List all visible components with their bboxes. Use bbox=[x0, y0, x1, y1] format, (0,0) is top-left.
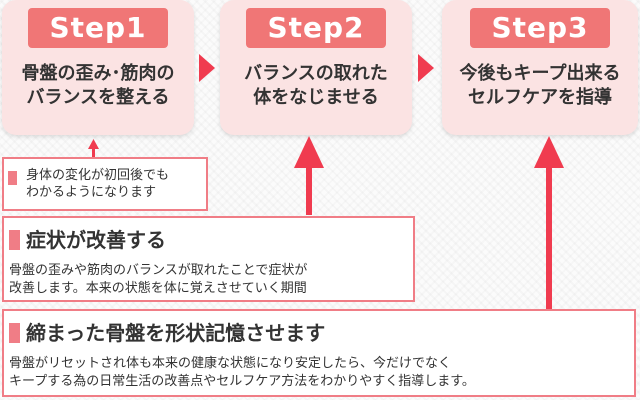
note-box: 身体の変化が初回後でも わかるようになります bbox=[2, 157, 208, 211]
arrow-up-small-head bbox=[88, 139, 99, 149]
arrow-up-large-shaft bbox=[546, 166, 552, 310]
note-text: 身体の変化が初回後でも わかるようになります bbox=[26, 168, 170, 200]
step2-card: Step2 バランスの取れた 体をなじませる bbox=[220, 0, 412, 135]
step3-text: 今後もキープ出来る セルフケアを指導 bbox=[459, 63, 621, 108]
arrow-up-small-shaft bbox=[92, 148, 95, 158]
step3-label: Step3 bbox=[470, 8, 610, 48]
step2-label: Step2 bbox=[246, 8, 386, 48]
step1-card: Step1 骨盤の歪み･筋肉の バランスを整える bbox=[2, 0, 194, 135]
memory-desc: 骨盤がリセットされ体も本来の健康な状態になり安定したら、今だけでなく キープする… bbox=[9, 356, 475, 389]
improvement-desc: 骨盤の歪みや筋肉のバランスが取れたことで症状が 改善します。本来の状態を体に覚え… bbox=[9, 263, 308, 296]
step1-text: 骨盤の歪み･筋肉の バランスを整える bbox=[21, 63, 175, 108]
improvement-heading: 症状が改善する bbox=[26, 228, 166, 252]
arrow-up-medium-shaft bbox=[306, 165, 312, 215]
heading-marker bbox=[9, 323, 20, 343]
improvement-box: 症状が改善する 骨盤の歪みや筋肉のバランスが取れたことで症状が 改善します。本来… bbox=[2, 216, 415, 302]
note-marker bbox=[8, 171, 17, 185]
step3-card: Step3 今後もキープ出来る セルフケアを指導 bbox=[442, 0, 638, 135]
step2-text: バランスの取れた 体をなじませる bbox=[244, 63, 388, 108]
chevron-right-icon bbox=[418, 54, 434, 82]
memory-box: 締まった骨盤を形状記憶させます 骨盤がリセットされ体も本来の健康な状態になり安定… bbox=[2, 309, 636, 397]
arrow-up-large-head bbox=[534, 136, 564, 168]
chevron-right-icon bbox=[199, 54, 215, 82]
memory-heading: 締まった骨盤を形状記憶させます bbox=[26, 321, 326, 345]
arrow-up-medium-head bbox=[294, 136, 324, 168]
heading-marker bbox=[9, 230, 20, 250]
step1-label: Step1 bbox=[28, 8, 168, 48]
